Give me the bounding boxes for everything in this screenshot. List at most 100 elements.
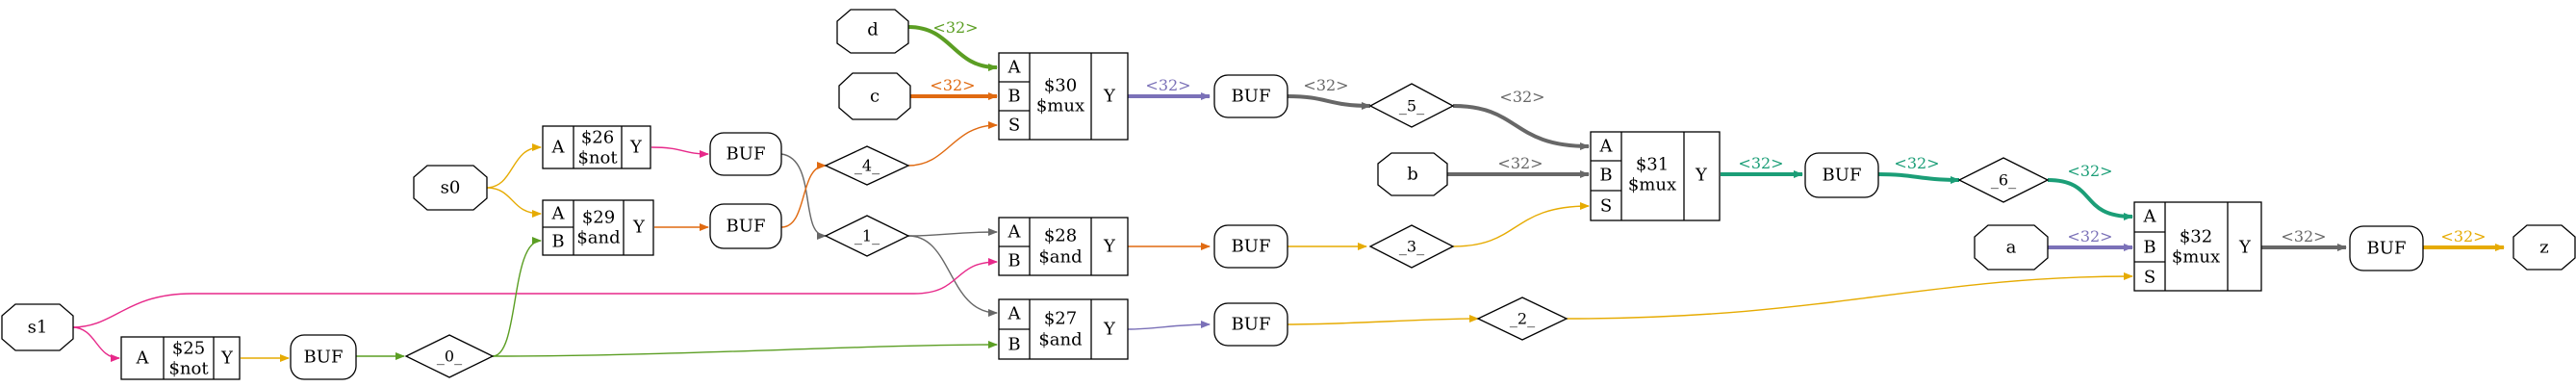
wire-node-w3[interactable]: _3_ — [1368, 224, 1455, 269]
bus-label-buf-w6: <32> — [1894, 154, 1939, 172]
cell-port-b: B — [2143, 238, 2155, 258]
port-a-label: a — [2006, 238, 2017, 258]
port-s0-label: s0 — [441, 178, 461, 198]
port-b[interactable]: b — [1377, 152, 1448, 196]
cell-port-a: A — [1007, 304, 1022, 324]
edge-w6-to-mux32-a — [2047, 178, 2133, 220]
port-a[interactable]: a — [1974, 224, 2049, 271]
buf-and29[interactable]: BUF — [709, 203, 782, 249]
port-z-label: z — [2539, 238, 2548, 258]
edge-buf-to-w5 — [1287, 94, 1371, 110]
port-s0[interactable]: s0 — [413, 165, 488, 211]
buf-label: BUF — [1232, 237, 1271, 257]
port-c[interactable]: c — [838, 72, 911, 120]
cell-type: $mux — [1628, 175, 1676, 195]
wire-w3-label: _3_ — [1399, 238, 1424, 256]
cell-and27[interactable]: A B $27 $and Y — [998, 298, 1129, 360]
edge-w0-to-and27-b — [492, 341, 998, 357]
port-s1[interactable]: s1 — [1, 303, 74, 351]
cell-port-s: S — [1600, 196, 1612, 217]
cell-and29[interactable]: A B $29 $and Y — [542, 199, 654, 256]
wire-node-w1[interactable]: _1_ — [824, 215, 910, 257]
cell-id: $25 — [172, 339, 205, 359]
bus-label-mux31-out: <32> — [1738, 154, 1783, 172]
cell-type: $and — [1038, 330, 1082, 350]
port-c-label: c — [870, 87, 880, 107]
buf-label: BUF — [2367, 239, 2407, 259]
cell-mux31[interactable]: A B S $31 $mux Y — [1590, 131, 1721, 221]
wire-node-w5[interactable]: _5_ — [1368, 83, 1455, 128]
port-d[interactable]: d — [836, 9, 909, 54]
buf-label: BUF — [727, 217, 766, 237]
cell-id: $28 — [1044, 226, 1077, 246]
cell-port-a: A — [1599, 137, 1614, 157]
buf-label: BUF — [727, 144, 766, 165]
bus-label-b: <32> — [1497, 154, 1543, 172]
cell-and28[interactable]: A B $28 $and Y — [998, 217, 1129, 276]
wire-node-w6[interactable]: _6_ — [1957, 157, 2050, 203]
cell-port-b: B — [551, 232, 564, 252]
edges — [71, 25, 2505, 362]
wire-node-w0[interactable]: _0_ — [404, 334, 495, 378]
edge-s0-to-and29-a — [485, 187, 542, 218]
edge-buf-to-w1 — [780, 153, 827, 240]
buf-mux31[interactable]: BUF — [1804, 152, 1879, 198]
cell-port-y: Y — [2238, 238, 2252, 258]
bus-label-mux30-out: <32> — [1145, 76, 1190, 94]
buf-label: BUF — [1823, 166, 1862, 186]
cell-id: $32 — [2180, 227, 2212, 247]
bus-width-labels: <32> <32> <32> <32> <32> <32> <32> <32> … — [930, 18, 2486, 245]
cell-type: $and — [576, 228, 620, 248]
edge-d-to-mux30-a — [907, 25, 998, 71]
bus-label-w6-mux32: <32> — [2067, 162, 2112, 180]
cell-id: $27 — [1044, 309, 1077, 329]
bus-label-buf-w5: <32> — [1303, 76, 1348, 94]
edge-w5-to-mux31-a — [1452, 104, 1590, 150]
cell-mux32[interactable]: A B S $32 $mux Y — [2133, 201, 2262, 292]
cell-type: $and — [1038, 247, 1082, 268]
wire-node-w2[interactable]: _2_ — [1476, 297, 1569, 341]
cell-port-y: Y — [1103, 237, 1116, 257]
wire-w0-label: _0_ — [437, 348, 462, 366]
wire-w6-label: _6_ — [1991, 171, 2016, 190]
cell-port-b: B — [1007, 251, 1020, 271]
cell-port-a: A — [2143, 207, 2157, 227]
cell-port-s: S — [2144, 268, 2155, 288]
cell-port-y: Y — [1103, 320, 1116, 340]
cell-not25[interactable]: A $25 $not Y — [120, 336, 241, 380]
buf-and27[interactable]: BUF — [1213, 302, 1288, 347]
buf-mux30[interactable]: BUF — [1213, 74, 1288, 118]
buf-and28[interactable]: BUF — [1213, 224, 1288, 269]
edge-buf-to-w2 — [1287, 315, 1479, 325]
edge-not26-to-buf — [650, 146, 709, 158]
edge-s1-to-and28-b — [71, 258, 998, 328]
cell-not26[interactable]: A $26 $not Y — [542, 125, 651, 169]
edge-w3-to-mux31-s — [1452, 202, 1590, 247]
bus-label-mux32-out: <32> — [2281, 227, 2326, 245]
cell-port-y: Y — [632, 218, 646, 238]
cell-port-y: Y — [1695, 166, 1708, 186]
cell-port-a: A — [136, 348, 150, 369]
buf-not25[interactable]: BUF — [290, 334, 357, 380]
edge-and27-to-buf — [1127, 321, 1211, 330]
cell-type: $not — [577, 148, 618, 168]
buf-label: BUF — [1232, 315, 1271, 335]
cell-port-y: Y — [1103, 87, 1116, 107]
wire-w5-label: _5_ — [1399, 97, 1424, 116]
wire-w2-label: _2_ — [1510, 310, 1535, 328]
bus-label-c: <32> — [930, 76, 975, 94]
edge-buf-to-w6 — [1877, 172, 1960, 184]
cell-port-y: Y — [629, 138, 643, 158]
cell-mux30[interactable]: A B S $30 $mux Y — [998, 52, 1129, 141]
cell-id: $26 — [581, 128, 614, 148]
cell-port-b: B — [1007, 87, 1020, 107]
wire-w4-label: _4_ — [854, 157, 880, 175]
cell-port-b: B — [1599, 166, 1612, 186]
bus-label-a: <32> — [2067, 227, 2112, 245]
buf-mux32[interactable]: BUF — [2349, 225, 2424, 271]
cell-port-a: A — [1007, 58, 1022, 78]
wire-node-w4[interactable]: _4_ — [824, 145, 910, 186]
port-z[interactable]: z — [2512, 224, 2576, 271]
buf-not26[interactable]: BUF — [709, 132, 782, 176]
